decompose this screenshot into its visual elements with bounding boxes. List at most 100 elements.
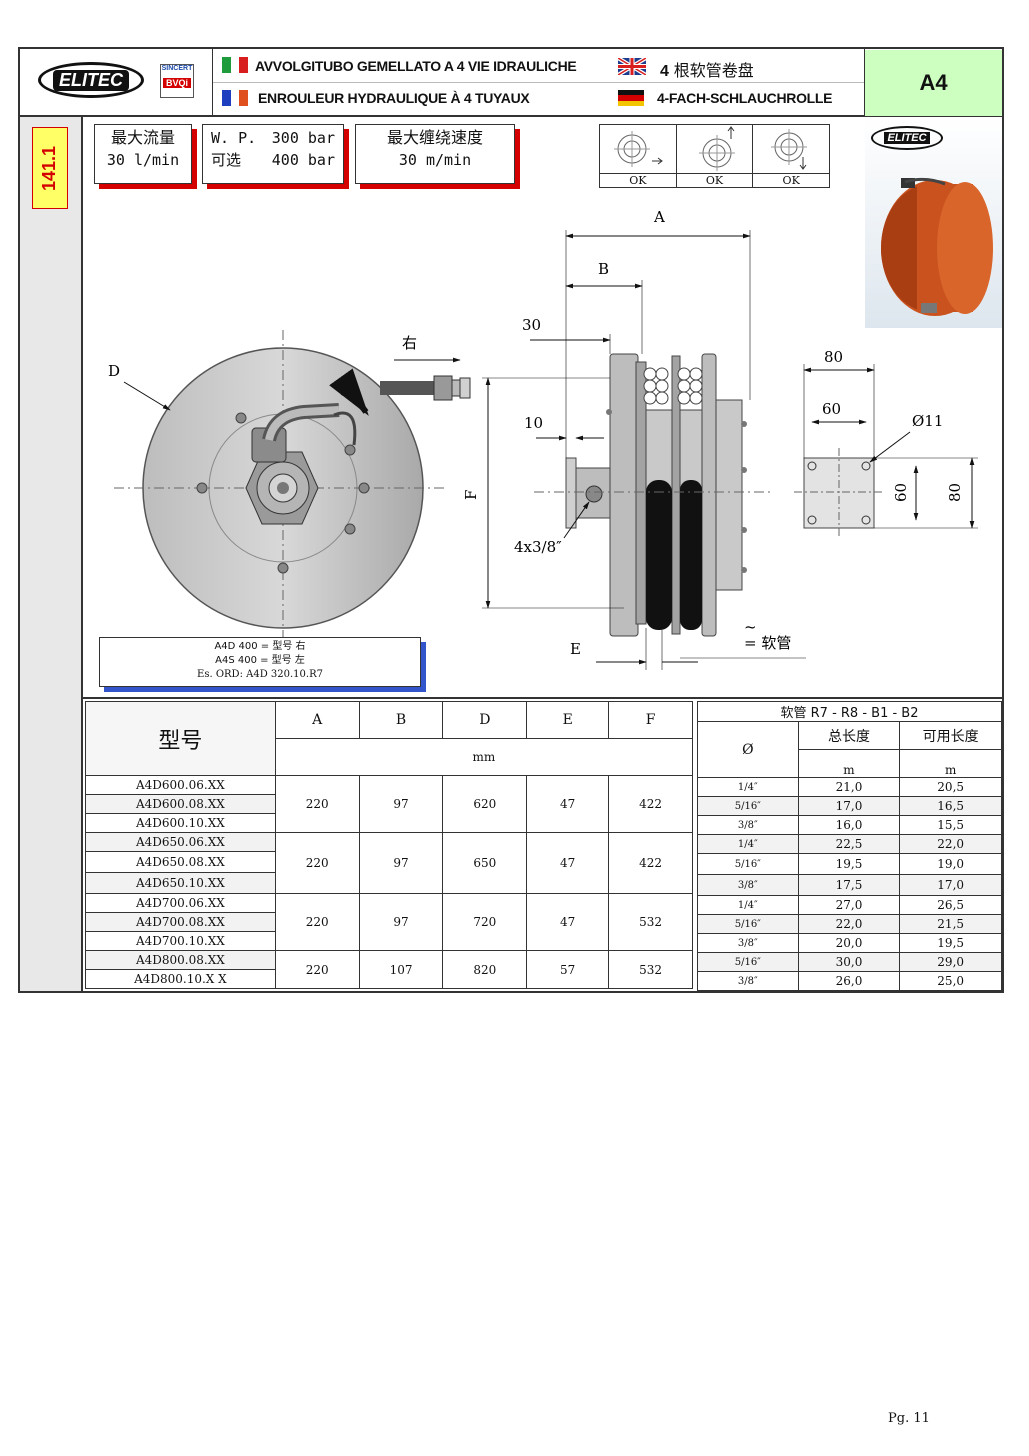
hose-total: 21,0 bbox=[797, 777, 901, 797]
datasheet-frame bbox=[18, 47, 1004, 993]
flag-germany-icon bbox=[618, 90, 644, 106]
value-d: 720 bbox=[442, 893, 528, 951]
spec-speed-box: 最大缠绕速度 30 m/min bbox=[355, 124, 515, 184]
model-table: 型号 A B D E F mm A4D600.06.XX 220 97 620 … bbox=[85, 701, 694, 989]
value-b: 97 bbox=[358, 893, 444, 951]
drawing-bottom-border bbox=[83, 697, 1002, 699]
hose-dia: 3/8″ bbox=[697, 874, 799, 896]
hose-dia: 5/16″ bbox=[697, 796, 799, 816]
side-column bbox=[20, 117, 83, 991]
value-e: 57 bbox=[526, 950, 610, 989]
title-row-divider bbox=[213, 82, 864, 83]
title-french: ENROULEUR HYDRAULIQUE À 4 TUYAUX bbox=[258, 90, 530, 106]
value-a: 220 bbox=[274, 775, 360, 833]
value-a: 220 bbox=[274, 950, 360, 989]
hose-table-title: 软管 R7 - R8 - B1 - B2 bbox=[697, 701, 1002, 722]
hose-dia-header: Ø bbox=[697, 721, 799, 778]
title-german: 4-FACH-SCHLAUCHROLLE bbox=[657, 90, 833, 106]
hose-tilde: ~ bbox=[744, 618, 757, 636]
bvqi-text: BVQi bbox=[163, 78, 191, 88]
hose-total: 22,5 bbox=[797, 834, 901, 854]
dim-label-30: 30 bbox=[522, 316, 541, 334]
title-chinese-text: 根软管卷盘 bbox=[673, 61, 754, 80]
sincert-badge: SINCERT BVQi bbox=[160, 64, 194, 98]
model-cell: A4D650.10.XX bbox=[85, 872, 276, 894]
hose-total: 22,0 bbox=[797, 914, 901, 934]
spec-pressure-box: W. P. 300 bar 可选 400 bar bbox=[202, 124, 344, 184]
value-f: 422 bbox=[608, 832, 693, 894]
legend-line-1: A4D 400 = 型号 右 bbox=[214, 641, 306, 652]
mount-ok-2: OK bbox=[676, 173, 753, 187]
mount-position-1: OK bbox=[600, 125, 677, 187]
flag-france-icon bbox=[222, 90, 249, 106]
model-cell: A4D600.08.XX bbox=[85, 794, 276, 814]
hose-label: = 软管 bbox=[744, 634, 791, 652]
hose-total: 26,0 bbox=[797, 971, 901, 991]
table-row: A4D600.10.XX bbox=[85, 813, 693, 833]
page-number: Pg. 11 bbox=[888, 1411, 930, 1426]
photo-logo-text: ELITEC bbox=[884, 132, 930, 144]
value-f: 532 bbox=[608, 893, 693, 951]
dim-label-f: F bbox=[462, 490, 480, 500]
header-divider-code bbox=[864, 49, 865, 116]
mount-wall-icon bbox=[698, 126, 735, 171]
spec-opt-row: 可选 400 bar bbox=[211, 149, 335, 171]
hose-usable: 19,0 bbox=[899, 853, 1002, 875]
value-b: 97 bbox=[358, 775, 444, 833]
value-e: 47 bbox=[526, 832, 610, 894]
hose-usable: 17,0 bbox=[899, 874, 1002, 896]
direction-label-right: 右 bbox=[402, 334, 417, 352]
model-cell: A4D800.10.X X bbox=[85, 969, 276, 989]
hose-usable: 19,5 bbox=[899, 933, 1002, 953]
spec-wp-row: W. P. 300 bar bbox=[211, 127, 335, 149]
dim-label-a: A bbox=[653, 208, 665, 226]
value-e: 47 bbox=[526, 893, 610, 951]
sincert-text: SINCERT bbox=[161, 65, 193, 72]
col-header-a: A bbox=[274, 701, 360, 739]
hose-dia: 5/16″ bbox=[697, 914, 799, 934]
table-row: A4D600.06.XX 220 97 620 47 422 bbox=[85, 775, 693, 833]
spec-opt-value: 400 bar bbox=[271, 151, 335, 169]
elitec-logo-text: ELITEC bbox=[52, 69, 129, 91]
dim-label-80-height: 80 bbox=[946, 483, 964, 502]
value-d: 620 bbox=[442, 775, 528, 833]
hose-total-unit: m bbox=[797, 749, 901, 778]
col-header-d: D bbox=[442, 701, 528, 739]
title-chinese: 4 根软管卷盘 bbox=[660, 57, 754, 81]
order-legend-box: A4D 400 = 型号 右 A4S 400 = 型号 左 Es. ORD: A… bbox=[99, 637, 421, 687]
hose-usable: 16,5 bbox=[899, 796, 1002, 816]
spec-flow-value: 30 l/min bbox=[106, 151, 180, 169]
table-row: A4D600.08.XX bbox=[85, 794, 693, 814]
flag-uk-icon bbox=[616, 56, 648, 77]
mount-floor-icon bbox=[614, 131, 663, 167]
model-cell: A4D800.08.XX bbox=[85, 950, 276, 970]
spec-speed-value: 30 m/min bbox=[398, 151, 472, 169]
mount-position-2: OK bbox=[676, 125, 754, 187]
hose-usable: 20,5 bbox=[899, 777, 1002, 797]
legend-line-3: Es. ORD: A4D 320.10.R7 bbox=[197, 669, 323, 680]
reel-side-view bbox=[534, 353, 774, 637]
elitec-logo: ELITEC bbox=[38, 62, 144, 98]
thread-label: 4x3/8″ bbox=[514, 538, 562, 556]
mount-position-3: OK bbox=[753, 125, 830, 187]
model-cell: A4D600.10.XX bbox=[85, 813, 276, 833]
dim-label-e: E bbox=[570, 640, 581, 658]
model-cell: A4D650.06.XX bbox=[85, 832, 276, 852]
hose-total: 17,5 bbox=[797, 874, 901, 896]
value-f: 422 bbox=[608, 775, 693, 833]
spec-flow-label: 最大流量 bbox=[110, 128, 175, 147]
hose-total: 30,0 bbox=[797, 952, 901, 972]
technical-drawing: D 右 A bbox=[108, 208, 978, 670]
hose-length-table: 软管 R7 - R8 - B1 - B2 Ø 总长度 可用长度 m m 1/4″… bbox=[697, 701, 1002, 991]
model-cell: A4D700.08.XX bbox=[85, 912, 276, 932]
mount-ceiling-icon bbox=[771, 129, 808, 170]
model-cell: A4D650.08.XX bbox=[85, 851, 276, 873]
title-italian: AVVOLGITUBO GEMELLATO A 4 VIE IDRAULICHE bbox=[255, 58, 577, 74]
